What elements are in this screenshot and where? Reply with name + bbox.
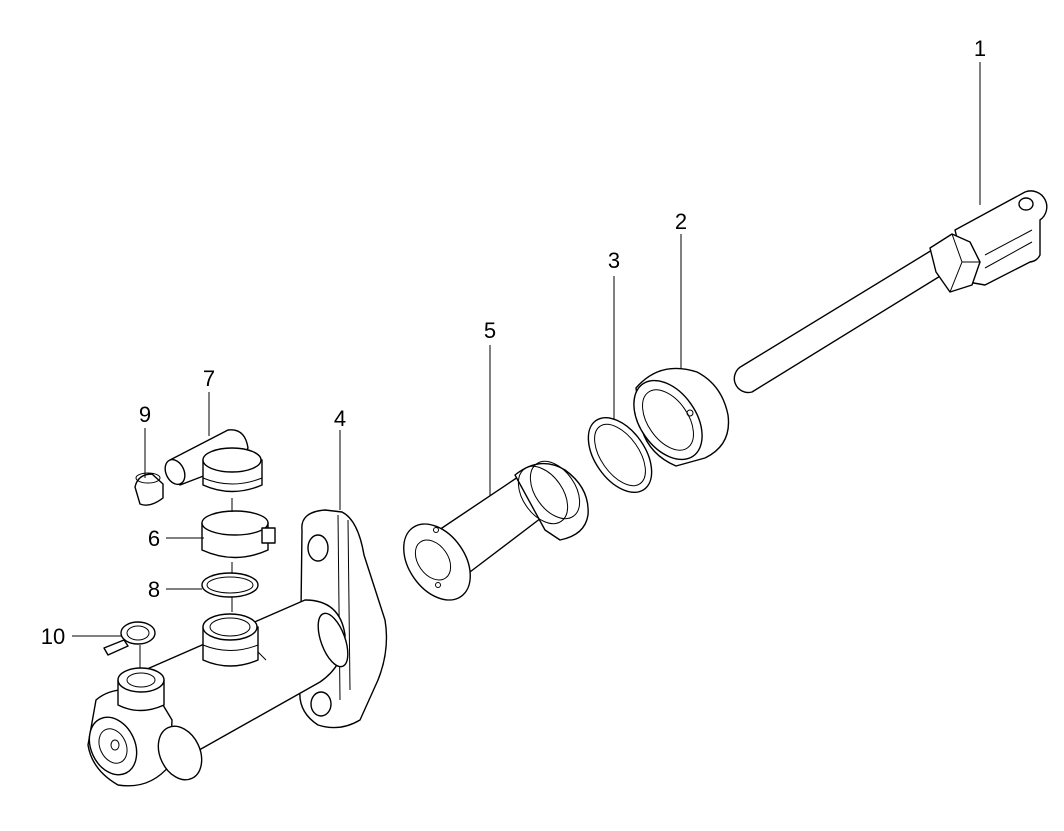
part-1-push-rod-clevis	[733, 190, 1048, 394]
part-8-o-ring	[201, 572, 259, 598]
part-5-piston	[403, 460, 589, 601]
callout-10: 10	[41, 624, 65, 649]
part-6-clamp	[201, 510, 276, 559]
part-2-boot	[633, 367, 730, 467]
callout-6: 6	[148, 526, 160, 551]
callout-7: 7	[203, 366, 215, 391]
callout-9: 9	[139, 402, 151, 427]
part-7-elbow-fitting	[164, 429, 263, 493]
callout-labels: 1 2 3 5 4 7 9 6 8 10	[41, 36, 986, 649]
part-10-washer	[103, 621, 156, 656]
assembly-axis-lines	[139, 498, 233, 668]
part-4-cylinder-body	[87, 509, 388, 787]
callout-3: 3	[608, 248, 620, 273]
part-3-snap-ring	[587, 417, 653, 493]
callout-4: 4	[334, 406, 346, 431]
leader-lines	[72, 62, 981, 637]
callout-8: 8	[148, 577, 160, 602]
callout-5: 5	[484, 318, 496, 343]
part-9-cap	[134, 472, 164, 506]
callout-1: 1	[974, 36, 986, 61]
callout-2: 2	[675, 209, 687, 234]
